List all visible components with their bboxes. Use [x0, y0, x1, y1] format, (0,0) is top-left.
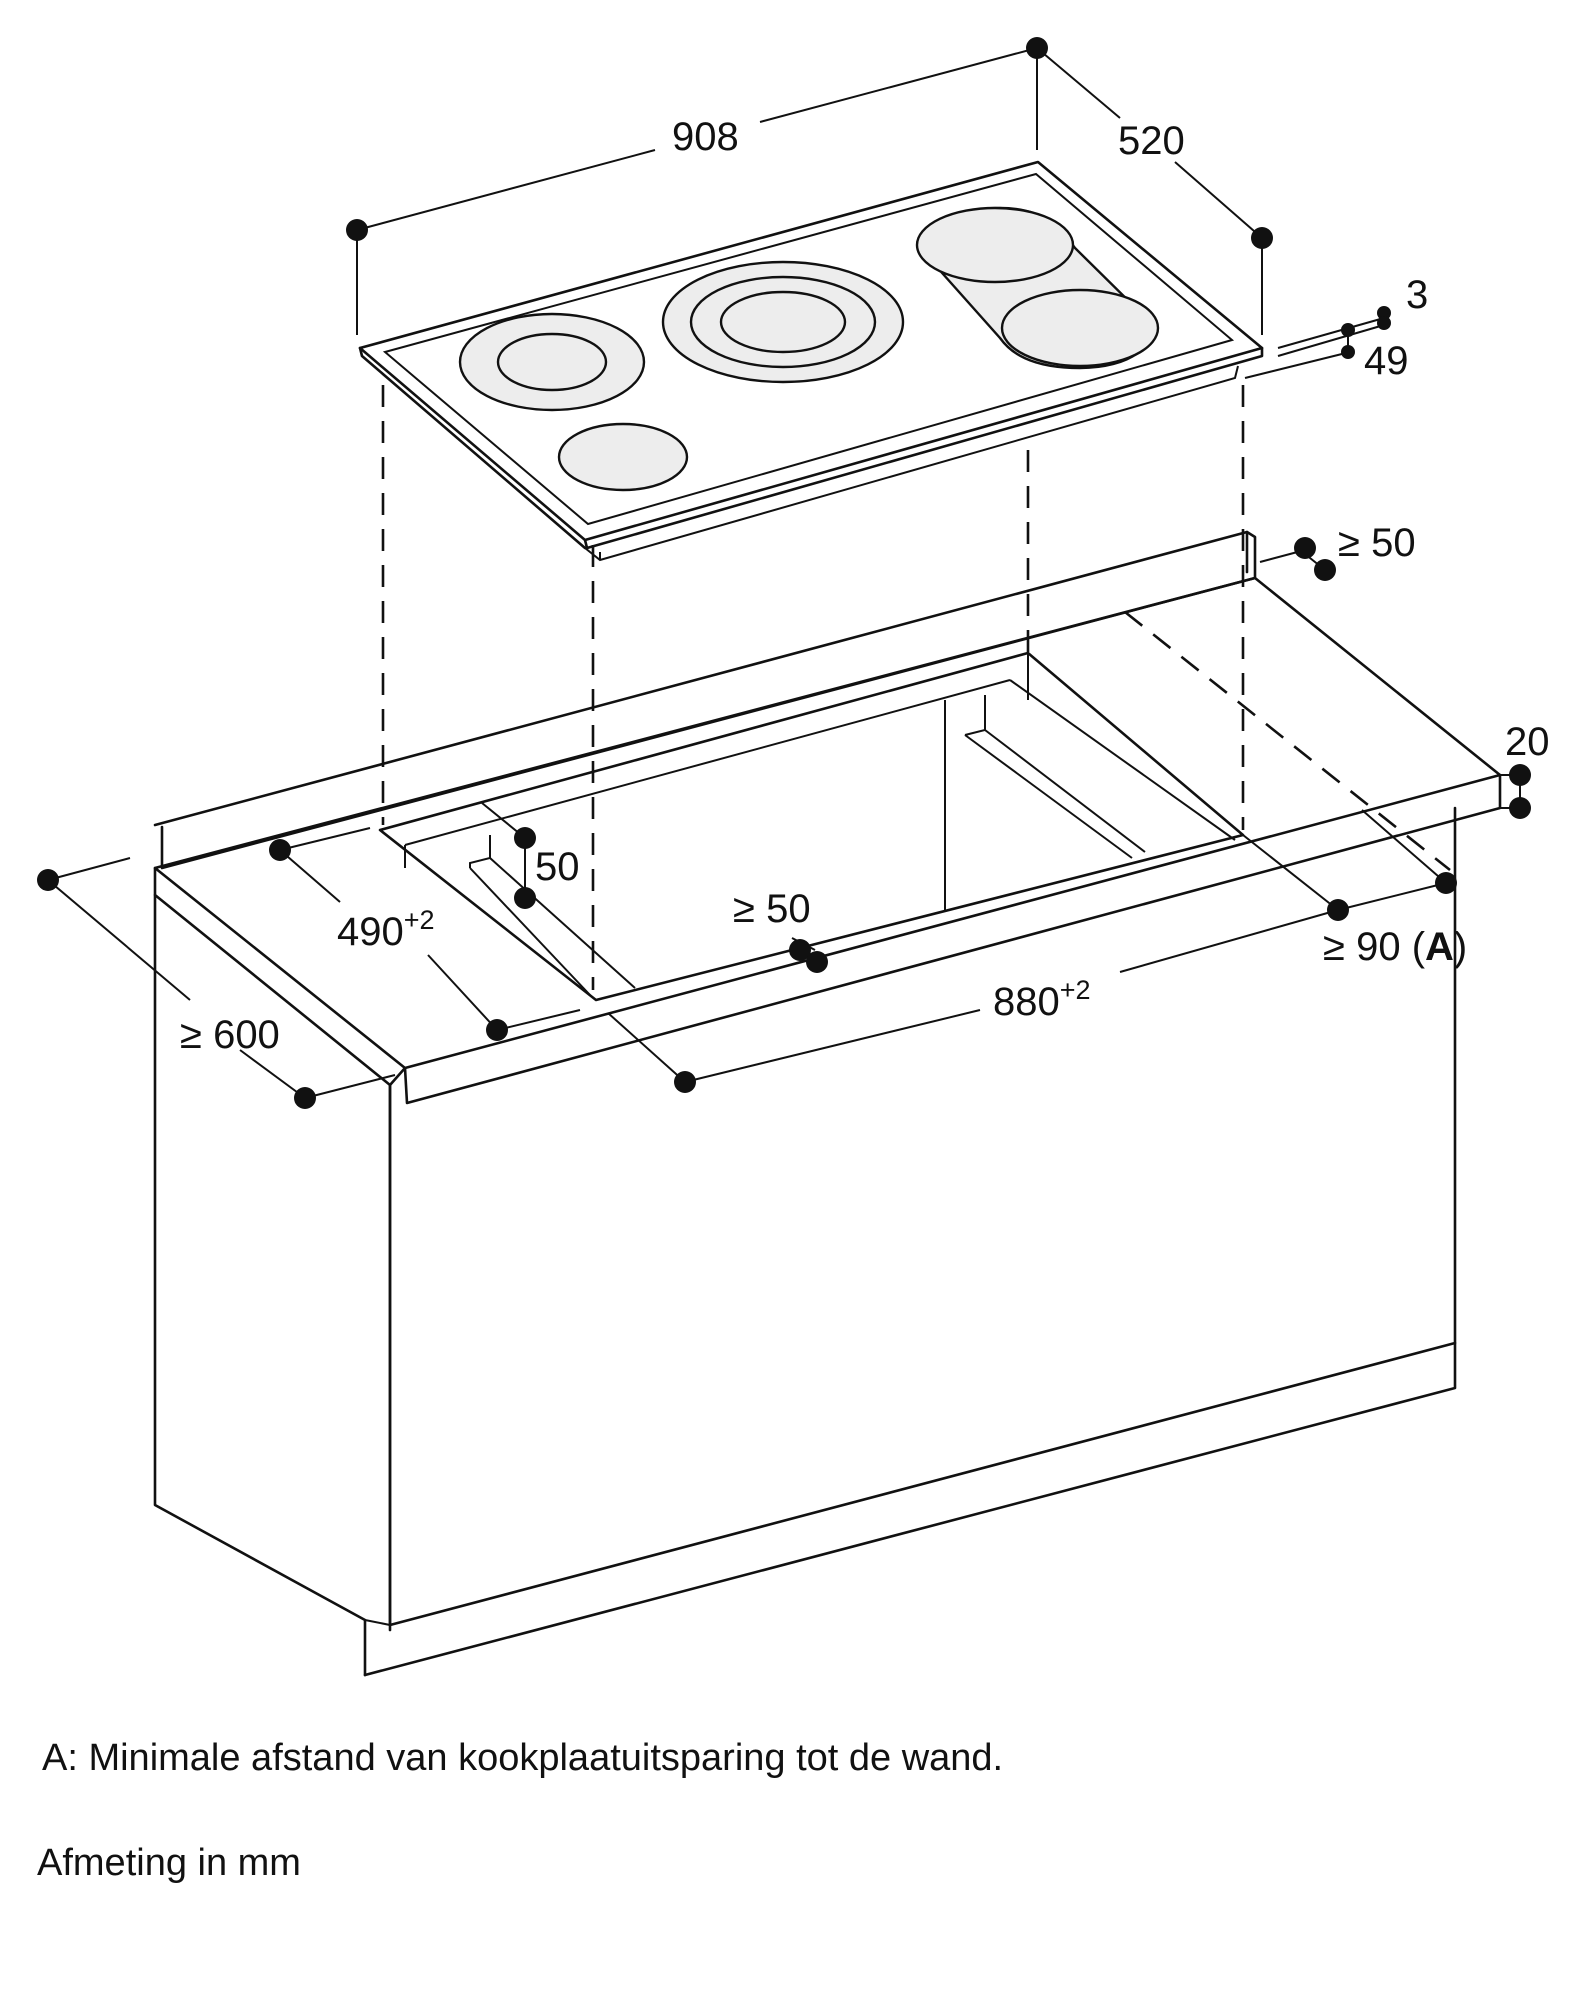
dim-wall-distance-rear: ≥ 50: [1338, 521, 1416, 565]
dim-cutout-width: 880+2: [993, 975, 1091, 1024]
dim-hob-height: 49: [1364, 339, 1409, 383]
legend-units: Afmeting in mm: [37, 1842, 301, 1884]
projection-lines: [381, 385, 1451, 990]
dim-front-distance: ≥ 50: [733, 887, 811, 931]
dim-frame-depth: 50: [535, 845, 580, 889]
hob-drawing: [358, 160, 1264, 562]
dim-worktop-depth: ≥ 600: [180, 1013, 280, 1057]
dimension-labels: 908 520 3 49 ≥ 50 20 50 490+2 ≥ 50 880+2…: [180, 115, 1550, 1057]
cabinet-drawing: [153, 530, 1502, 1677]
dim-hob-depth: 520: [1118, 119, 1185, 163]
dim-side-wall-distance: ≥ 90 (A): [1323, 925, 1467, 969]
dimension-lines: [47, 47, 1521, 1099]
dim-cutout-depth: 490+2: [337, 905, 435, 954]
dim-glass-thickness: 3: [1406, 273, 1428, 317]
legend-note-a: A: Minimale afstand van kookplaatuitspar…: [42, 1737, 1004, 1779]
dim-hob-width: 908: [672, 115, 739, 159]
dim-worktop-thickness: 20: [1505, 720, 1550, 764]
dimension-dots: [37, 37, 1531, 1109]
